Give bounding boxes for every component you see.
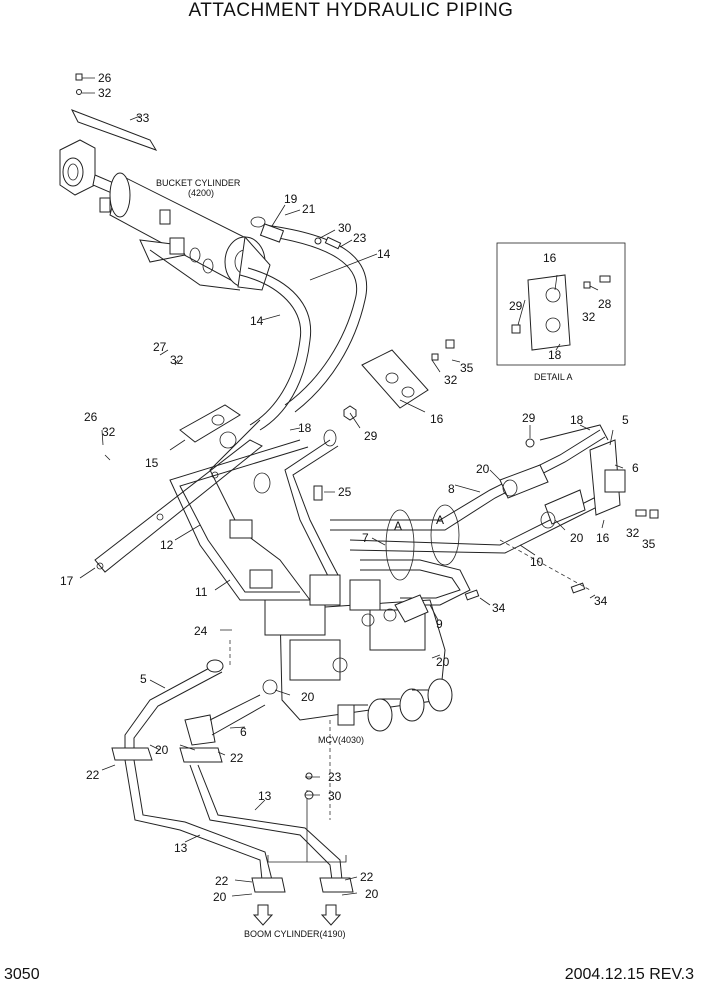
revision-date: 2004.12.15 REV.3 <box>564 966 694 983</box>
pipes-right <box>330 429 606 623</box>
boom-cylinder-label: BOOM CYLINDER(4190) <box>244 929 346 939</box>
callout-5a: 5 <box>622 413 629 427</box>
callout-20b: 20 <box>570 531 584 545</box>
callout-35a: 35 <box>460 361 474 375</box>
callout-20g: 20 <box>365 887 379 901</box>
callout-6a: 6 <box>632 461 639 475</box>
callout-19: 19 <box>284 192 298 206</box>
callout-24: 24 <box>194 624 208 638</box>
callout-32d: 32 <box>444 373 458 387</box>
mcv-label: MCV(4030) <box>318 735 364 745</box>
bolt-35-top <box>431 339 455 361</box>
bolt-25 <box>313 485 323 501</box>
callout-22d: 22 <box>360 870 374 884</box>
callout-18b: 18 <box>548 348 562 362</box>
callout-16c: 16 <box>596 531 610 545</box>
callout-23a: 23 <box>353 231 367 245</box>
callout-28: 28 <box>598 297 612 311</box>
reference-a-left: A <box>394 519 402 533</box>
bolt-23-21 <box>314 236 342 250</box>
callout-20e: 20 <box>155 743 169 757</box>
callout-20c: 20 <box>436 655 450 669</box>
bucket-cylinder <box>59 109 271 291</box>
callout-34a: 34 <box>492 601 506 615</box>
callout-26a: 26 <box>98 71 112 85</box>
callout-18c: 18 <box>570 413 584 427</box>
callout-22b: 22 <box>230 751 244 765</box>
pipe-18-right <box>525 424 609 448</box>
callout-12: 12 <box>160 538 174 552</box>
callout-25: 25 <box>338 485 352 499</box>
callout-10: 10 <box>530 555 544 569</box>
callout-20d: 20 <box>301 690 315 704</box>
callout-13b: 13 <box>174 841 188 855</box>
callout-11: 11 <box>195 585 208 599</box>
bolts-34 <box>464 539 591 601</box>
callout-15: 15 <box>145 456 159 470</box>
callout-23b: 23 <box>328 770 342 784</box>
callout-32f: 32 <box>626 526 640 540</box>
callout-27: 27 <box>153 340 167 354</box>
page-title: ATTACHMENT HYDRAULIC PIPING <box>188 0 514 21</box>
callout-14b: 14 <box>250 314 264 328</box>
callout-20a: 20 <box>476 462 490 476</box>
pipe-6-lower <box>179 679 278 763</box>
bolt-26-top <box>75 73 83 95</box>
callout-32b: 32 <box>170 353 184 367</box>
callout-32c: 32 <box>102 425 116 439</box>
callout-9: 9 <box>436 617 443 631</box>
callout-26b: 26 <box>84 410 98 424</box>
page-number: 3050 <box>4 966 40 983</box>
bucket-cylinder-label: BUCKET CYLINDER <box>156 178 241 188</box>
callout-16b: 16 <box>543 251 557 265</box>
leader-lines <box>79 77 624 897</box>
clamp-16 <box>343 349 429 421</box>
callout-16a: 16 <box>430 412 444 426</box>
callout-29c: 29 <box>522 411 536 425</box>
callout-30a: 30 <box>338 221 352 235</box>
callout-20f: 20 <box>213 890 227 904</box>
callout-29a: 29 <box>364 429 378 443</box>
callout-35b: 35 <box>642 537 656 551</box>
bracket-16-right <box>589 439 659 519</box>
callout-17: 17 <box>60 574 74 588</box>
detail-a-label: DETAIL A <box>534 372 573 382</box>
callout-8: 8 <box>448 482 455 496</box>
detail-a-box <box>496 242 626 366</box>
callout-30b: 30 <box>328 789 342 803</box>
callout-6b: 6 <box>240 725 247 739</box>
callout-34b: 34 <box>594 594 608 608</box>
pipes-11-12 <box>169 419 339 601</box>
callout-32a: 32 <box>98 86 112 100</box>
bucket-cylinder-code: (4200) <box>188 188 214 198</box>
boom-cylinder-arrows <box>252 904 342 926</box>
callout-numbers: 26 32 33 19 21 30 23 14 14 27 32 26 32 1… <box>60 71 656 904</box>
callout-18a: 18 <box>298 421 312 435</box>
callout-22a: 22 <box>86 768 100 782</box>
callout-7: 7 <box>362 531 369 545</box>
pipe-5-lower <box>111 659 224 761</box>
pipes-13 <box>124 759 354 893</box>
callout-22c: 22 <box>215 874 229 888</box>
callout-33: 33 <box>136 111 150 125</box>
callout-5b: 5 <box>140 672 147 686</box>
callout-13a: 13 <box>258 789 272 803</box>
clamp-15 <box>179 404 241 443</box>
callout-32e: 32 <box>582 310 596 324</box>
reference-a-right: A <box>436 513 444 527</box>
callout-29b: 29 <box>509 299 523 313</box>
callout-14a: 14 <box>377 247 391 261</box>
callout-21: 21 <box>302 202 316 216</box>
mcv-block <box>229 574 453 820</box>
